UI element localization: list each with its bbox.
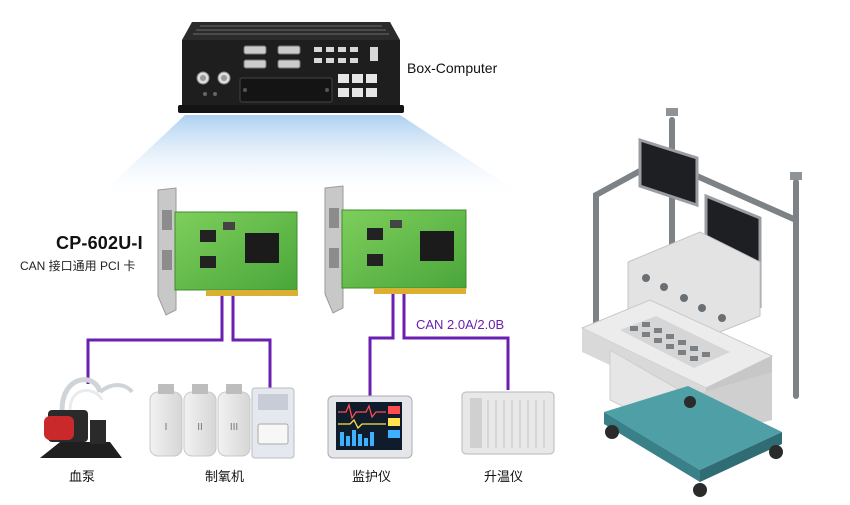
device-label-patient-monitor: 监护仪	[352, 469, 392, 484]
pci-card-right	[324, 185, 467, 314]
ethernet-port-icons	[338, 74, 377, 97]
usb-port-icons	[314, 47, 358, 63]
box-computer-label: Box-Computer	[407, 60, 498, 76]
card-title: CP-602U-I	[56, 233, 143, 253]
hdmi-port-icon	[370, 47, 378, 61]
patient-monitor	[327, 395, 413, 459]
can-bus-lines	[86, 294, 510, 400]
device-label-oxygen-concentrator: 制氧机	[205, 469, 245, 484]
cylinder-mark-3: III	[230, 422, 238, 433]
light-beam	[95, 115, 530, 200]
blood-pump	[40, 377, 134, 458]
cylinder-mark-1: I	[165, 422, 168, 433]
serial-port-icons	[243, 45, 301, 69]
warming-device	[461, 391, 555, 455]
box-computer	[178, 22, 404, 113]
device-label-warming-device: 升温仪	[484, 469, 524, 484]
can-bus-label: CAN 2.0A/2.0B	[416, 317, 505, 332]
chip-icon	[420, 231, 454, 261]
card-subtitle: CAN 接口通用 PCI 卡	[20, 259, 136, 273]
caster-wheel-icons	[605, 396, 783, 497]
chip-icon	[245, 233, 279, 263]
pci-card-left	[157, 187, 298, 316]
medical-console	[580, 108, 802, 497]
oxygen-concentrator: I II III	[149, 384, 295, 459]
device-label-blood-pump: 血泵	[69, 469, 96, 484]
cylinder-mark-2: II	[197, 422, 203, 433]
